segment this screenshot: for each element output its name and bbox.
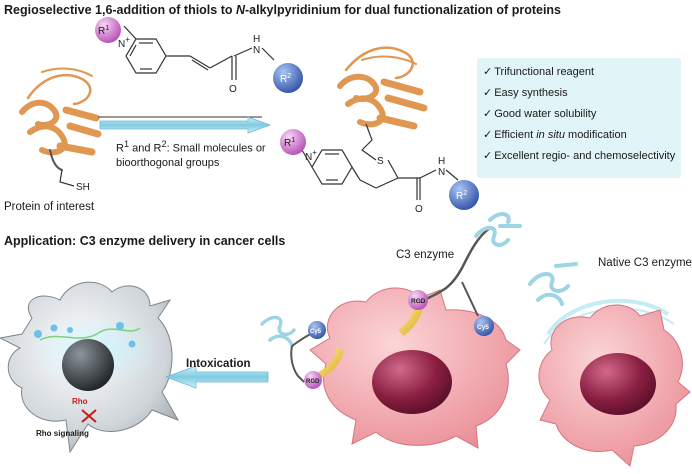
target-cell-icon xyxy=(309,287,521,449)
cy5-label: Cy5 xyxy=(477,324,489,331)
feature-item: ✓Good water solubility xyxy=(483,108,597,120)
product-r1-label: R1 xyxy=(284,137,295,149)
product-r1-ball-icon xyxy=(280,129,306,155)
r1-ball-icon xyxy=(95,17,121,43)
product-amide-h-label: H xyxy=(438,156,445,167)
protein-of-interest-label: Protein of interest xyxy=(4,201,95,213)
product-amide-n-label: N xyxy=(438,167,445,178)
rho-signaling-label: Rho signaling xyxy=(36,429,89,438)
reaction-conditions: R1 and R2: Small molecules or bioorthogo… xyxy=(116,139,266,169)
c3-conjugate-icon xyxy=(408,212,522,336)
feature-list: ✓Trifunctional reagent ✓Easy synthesis ✓… xyxy=(483,64,675,169)
r2-ball-icon xyxy=(273,63,303,93)
r2-label: R2 xyxy=(280,73,291,85)
check-icon: ✓ xyxy=(483,108,493,120)
rgd-label: RGD xyxy=(411,298,426,305)
feature-item: ✓Efficient in situ modification xyxy=(483,129,627,141)
rgd-receptor-icon xyxy=(318,302,424,378)
sh-label: SH xyxy=(76,182,90,193)
amide-h-label: H xyxy=(253,34,260,45)
check-icon: ✓ xyxy=(483,87,493,99)
page-title: Regioselective 1,6-addition of thiols to… xyxy=(4,3,562,17)
product-structure xyxy=(301,123,459,200)
intoxicated-cell-icon xyxy=(0,281,180,454)
product-r2-ball-icon xyxy=(449,180,479,210)
product-n-plus-label: N+ xyxy=(305,148,317,163)
feature-item: ✓Trifunctional reagent xyxy=(483,66,595,78)
intoxication-arrow-icon xyxy=(164,365,269,389)
feature-item: ✓Easy synthesis xyxy=(483,87,568,99)
check-icon: ✓ xyxy=(483,66,493,78)
r1-label: R1 xyxy=(98,25,109,37)
thiol-linker xyxy=(59,169,75,187)
carbonyl-o-label: O xyxy=(229,84,237,95)
amide-n-label: N xyxy=(253,45,260,56)
product-protein-icon xyxy=(337,46,428,130)
inhibit-cross-icon xyxy=(81,409,97,423)
product-r2-label: R2 xyxy=(456,190,467,202)
product-carbonyl-o-label: O xyxy=(415,204,423,215)
reagent-structure xyxy=(123,25,275,80)
c3-conjugate-left-icon xyxy=(260,315,326,389)
feature-panel xyxy=(477,58,681,178)
rho-label: Rho xyxy=(72,397,88,406)
native-c3-icon xyxy=(528,262,578,306)
n-plus-label: N+ xyxy=(118,35,130,50)
native-cell-icon xyxy=(538,304,691,467)
protein-ribbon-icon xyxy=(19,67,102,171)
cy5-label-left: Cy5 xyxy=(310,329,322,335)
intoxication-label: Intoxication xyxy=(186,358,251,370)
rgd-label-left: RGD xyxy=(306,379,320,385)
application-title: Application: C3 enzyme delivery in cance… xyxy=(4,234,286,248)
reaction-arrow-icon xyxy=(98,116,272,134)
feature-item: ✓Excellent regio- and chemoselectivity xyxy=(483,150,676,162)
check-icon: ✓ xyxy=(483,150,493,162)
check-icon: ✓ xyxy=(483,129,493,141)
sulfur-label: S xyxy=(377,156,384,167)
c3-enzyme-label: C3 enzyme xyxy=(396,249,455,261)
native-c3-label: Native C3 enzyme xyxy=(598,257,692,269)
